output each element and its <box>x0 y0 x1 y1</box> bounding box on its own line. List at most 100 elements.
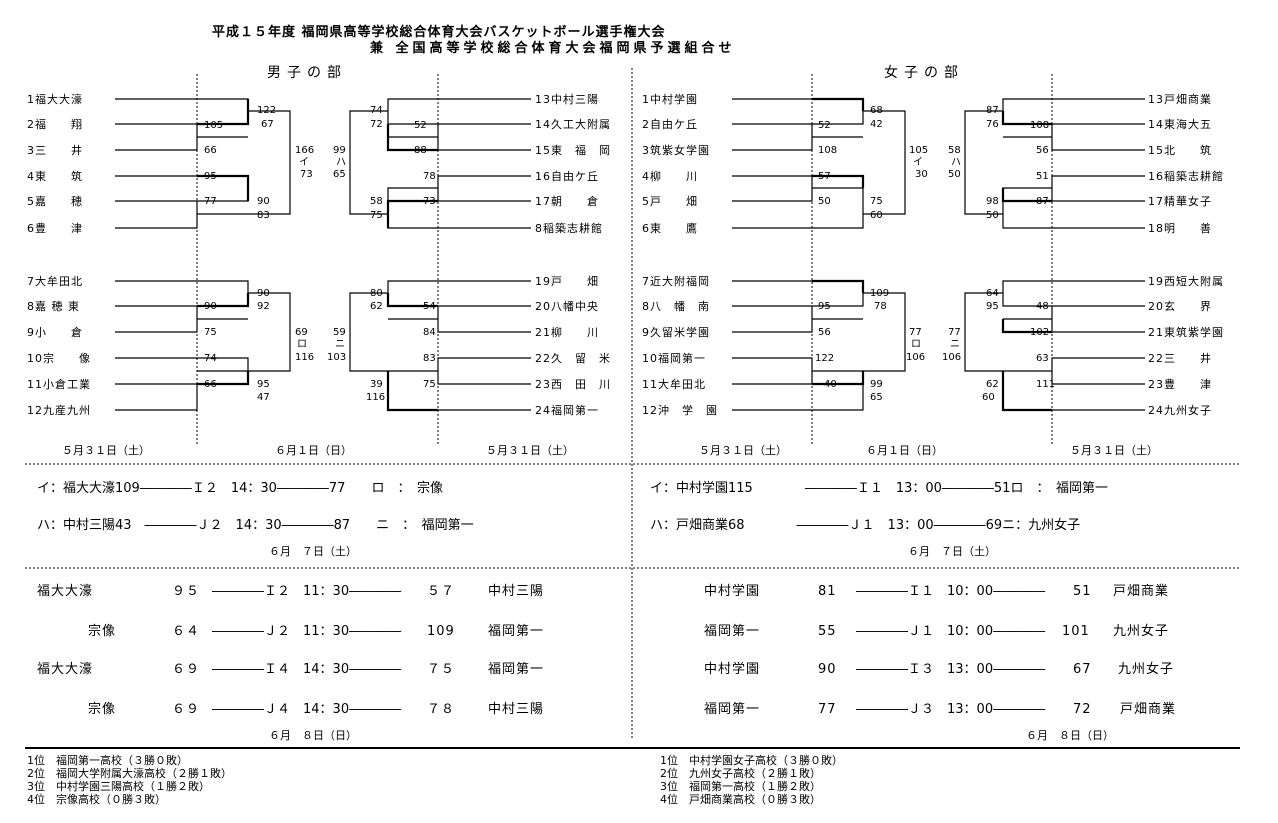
date-label: ６月 ８日（日） <box>1026 729 1114 742</box>
final-court: ――――Ｉ４ 14：30―――― <box>212 662 402 677</box>
team-name: 24九州女子 <box>1148 404 1212 417</box>
score: 95 <box>257 379 270 390</box>
score: 98 <box>986 196 999 207</box>
score: 116 <box>366 392 386 403</box>
score: 90 <box>204 301 217 312</box>
final-team: 福岡第一 <box>704 702 761 717</box>
score: 90 <box>257 196 270 207</box>
team-name: 5戸 畑 <box>642 195 698 208</box>
score: 78 <box>423 171 436 182</box>
team-name: 13戸畑商業 <box>1148 93 1212 106</box>
score: 66 <box>204 379 217 390</box>
score: 62 <box>986 379 999 390</box>
final-team: 中村学園 <box>704 584 761 599</box>
final-court: ――――Ｉ２ 11：30―――― <box>212 584 402 599</box>
score: 65 <box>870 392 883 403</box>
score: 68 <box>870 105 883 116</box>
score: 42 <box>870 119 883 130</box>
score: 51 <box>1036 171 1049 182</box>
score: 77 <box>204 196 217 207</box>
final-team: 宗像 <box>88 702 117 717</box>
team-name: 8嘉 穂 東 <box>27 300 80 313</box>
team-name: 23豊 津 <box>1148 378 1212 391</box>
final-score: ７８ <box>427 702 456 717</box>
final-score: ７５ <box>427 662 456 677</box>
date-label: ６月１日（日） <box>275 444 352 457</box>
final-score: ６９ <box>172 662 201 677</box>
final-score: 72 <box>1073 702 1092 717</box>
score: 65 <box>333 169 346 180</box>
score: 54 <box>423 301 436 312</box>
team-name: 12沖 学 園 <box>642 404 718 417</box>
score: 50 <box>948 169 961 180</box>
team-name: 6東 鷹 <box>642 222 698 235</box>
date-label: ６月 ７日（土） <box>908 545 996 558</box>
girls-heading: 女子の部 <box>884 65 964 81</box>
ranking-item: 3位 中村学園三陽高校（１勝２敗） <box>27 780 210 793</box>
final-team: 九州女子 <box>1118 662 1175 677</box>
score: 106 <box>906 352 926 363</box>
score: 39 <box>370 379 383 390</box>
score: ロ <box>297 339 307 350</box>
team-name: 22久 留 米 <box>535 352 611 365</box>
score: 99 <box>333 145 346 156</box>
score: 83 <box>423 353 436 364</box>
date-label: ５月３１日（土） <box>699 444 787 457</box>
team-name: 18明 善 <box>1148 222 1212 235</box>
final-team: 福岡第一 <box>488 624 545 639</box>
score: 95 <box>204 171 217 182</box>
score: 75 <box>204 327 217 338</box>
score: 30 <box>915 169 928 180</box>
score: 52 <box>818 120 831 131</box>
score: 76 <box>986 119 999 130</box>
final-score: 77 <box>818 702 837 717</box>
final-court: ――――Ｉ１ 10：00―――― <box>856 584 1046 599</box>
score: 50 <box>818 196 831 207</box>
score: ハ <box>951 157 961 168</box>
team-name: 17朝 倉 <box>535 195 599 208</box>
score: 75 <box>870 196 883 207</box>
team-name: 16稲築志耕館 <box>1148 170 1224 183</box>
score: 95 <box>986 301 999 312</box>
score: 99 <box>870 379 883 390</box>
score: 122 <box>257 105 277 116</box>
team-name: 11小倉工業 <box>27 378 91 391</box>
court-time: Ｊ１ 10：00 <box>908 624 994 639</box>
score: 122 <box>815 353 835 364</box>
ranking-item: 4位 宗像高校（０勝３敗） <box>27 793 166 806</box>
team-name: 1中村学園 <box>642 93 698 106</box>
court-time: Ｉ４ 14：30 <box>264 662 350 677</box>
score: 105 <box>204 120 224 131</box>
score: 105 <box>909 145 929 156</box>
date-label: ６月 ８日（日） <box>269 729 357 742</box>
score: 88 <box>414 145 427 156</box>
court-time: Ｊ３ 13：00 <box>908 702 994 717</box>
score: 58 <box>948 145 961 156</box>
semi-match: ハ：戸畑商業68 ――――Ｊ１ 13：00――――69ニ：九州女子 <box>650 518 1081 533</box>
team-name: 24福岡第一 <box>535 404 599 417</box>
score: 73 <box>423 196 436 207</box>
team-name: 8八 幡 南 <box>642 300 710 313</box>
semi-match: イ：福大大濠109――――Ｉ２ 14：30――――77 ロ ： 宗像 <box>37 481 443 496</box>
score: 60 <box>870 210 883 221</box>
final-score: 81 <box>818 584 837 599</box>
score: ニ <box>950 339 960 350</box>
final-team: 九州女子 <box>1113 624 1170 639</box>
score: 60 <box>982 392 995 403</box>
team-name: 9久留米学園 <box>642 326 710 339</box>
final-team: 戸畑商業 <box>1113 584 1170 599</box>
score: 56 <box>1036 145 1049 156</box>
final-team: 中村三陽 <box>488 702 545 717</box>
boys-heading: 男子の部 <box>267 65 347 81</box>
ranking-item: 4位 戸畑商業高校（０勝３敗） <box>660 793 821 806</box>
score: 95 <box>818 301 831 312</box>
date-label: ５月３１日（土） <box>1070 444 1158 457</box>
final-team: 福大大濠 <box>37 584 94 599</box>
team-name: 22三 井 <box>1148 352 1212 365</box>
score: 50 <box>986 210 999 221</box>
court-time: Ｉ１ 10：00 <box>908 584 994 599</box>
team-name: 10福岡第一 <box>642 352 706 365</box>
team-name: 20八幡中央 <box>535 300 599 313</box>
court-time: Ｉ２ 11：30 <box>264 584 350 599</box>
score: 80 <box>370 288 383 299</box>
